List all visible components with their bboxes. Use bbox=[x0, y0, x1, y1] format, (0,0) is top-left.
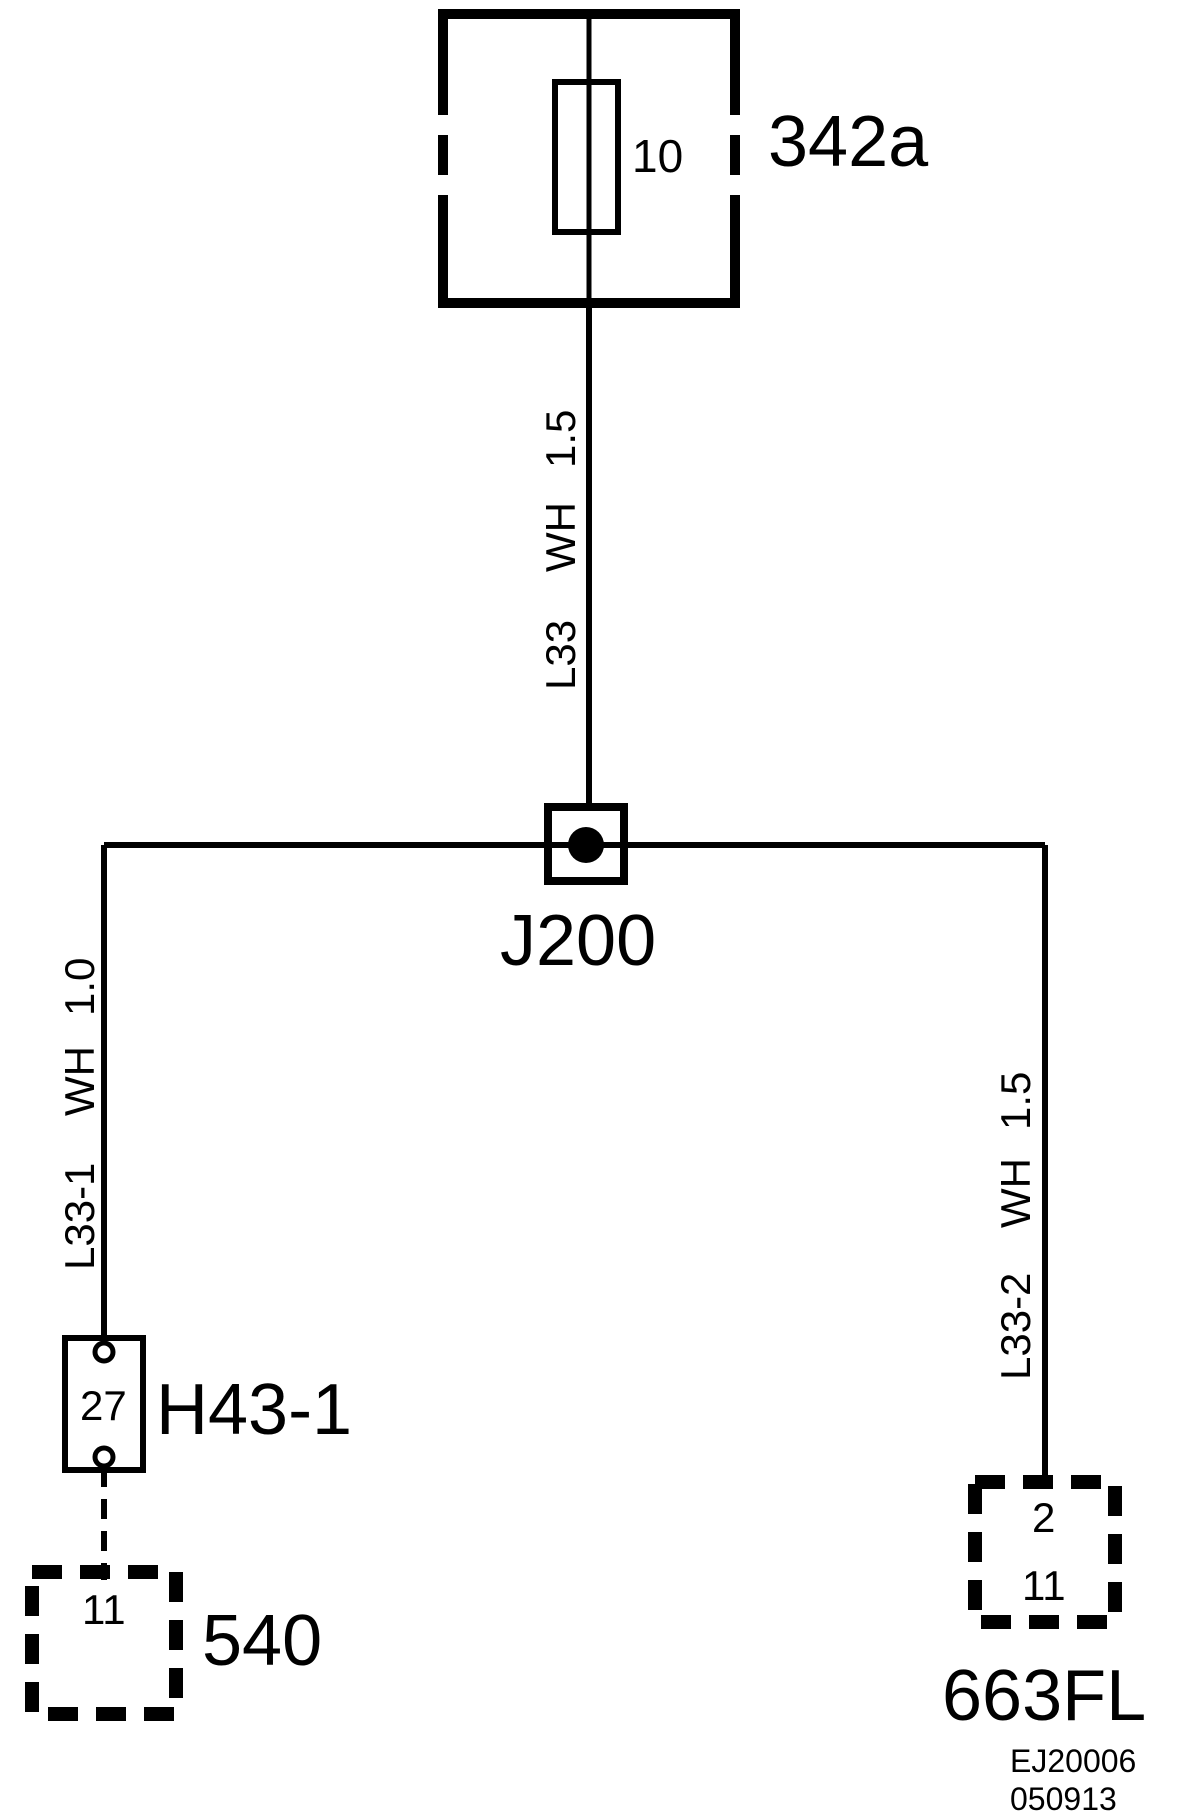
component-663fl: 2 11 663FL bbox=[942, 1475, 1146, 1736]
junction-j200: J200 bbox=[500, 803, 656, 981]
inline-connector-pin-bottom bbox=[92, 1445, 116, 1469]
fuse-box-label: 342a bbox=[768, 102, 929, 182]
wire-l33-1-size: 1.0 bbox=[56, 958, 103, 1016]
component-540-label: 540 bbox=[202, 1601, 322, 1681]
wire-l33-size: 1.5 bbox=[537, 410, 584, 468]
component-540-pin: 11 bbox=[82, 1586, 126, 1633]
component-663fl-box bbox=[968, 1475, 1122, 1629]
wire-l33-label: L33 WH 1.5 bbox=[537, 410, 584, 690]
inline-connector-pin: 27 bbox=[80, 1382, 127, 1429]
wire-l33-1-color: WH bbox=[56, 1046, 103, 1116]
wire-l33-2-label: L33-2 WH 1.5 bbox=[992, 1072, 1039, 1380]
component-540-box bbox=[25, 1565, 183, 1721]
wire-l33-2-color: WH bbox=[992, 1158, 1039, 1228]
component-663fl-pin-top: 2 bbox=[1032, 1494, 1055, 1541]
junction-dot bbox=[568, 827, 604, 863]
drawing-id-line1: EJ20006 bbox=[1010, 1743, 1136, 1779]
wire-l33-1-label: L33-1 WH 1.0 bbox=[56, 958, 103, 1270]
component-663fl-label: 663FL bbox=[942, 1656, 1146, 1736]
fuse-number: 10 bbox=[632, 130, 683, 182]
drawing-id-line2: 050913 bbox=[1010, 1781, 1117, 1817]
fuse-box-342a: 10 342a bbox=[438, 9, 929, 308]
inline-connector-label: H43-1 bbox=[156, 1370, 352, 1450]
wire-l33-color: WH bbox=[537, 502, 584, 572]
wire-l33-circuit: L33 bbox=[537, 620, 584, 690]
junction-label: J200 bbox=[500, 901, 656, 981]
wire-l33-2-circuit: L33-2 bbox=[992, 1273, 1039, 1380]
inline-connector-h43-1: 27 H43-1 bbox=[62, 1335, 352, 1473]
wire-l33-1-circuit: L33-1 bbox=[56, 1163, 103, 1270]
wire-l33-2-size: 1.5 bbox=[992, 1072, 1039, 1130]
component-540: 11 540 bbox=[25, 1565, 322, 1721]
inline-connector-pin-top bbox=[92, 1340, 116, 1364]
component-663fl-pin-bottom: 11 bbox=[1022, 1562, 1066, 1609]
